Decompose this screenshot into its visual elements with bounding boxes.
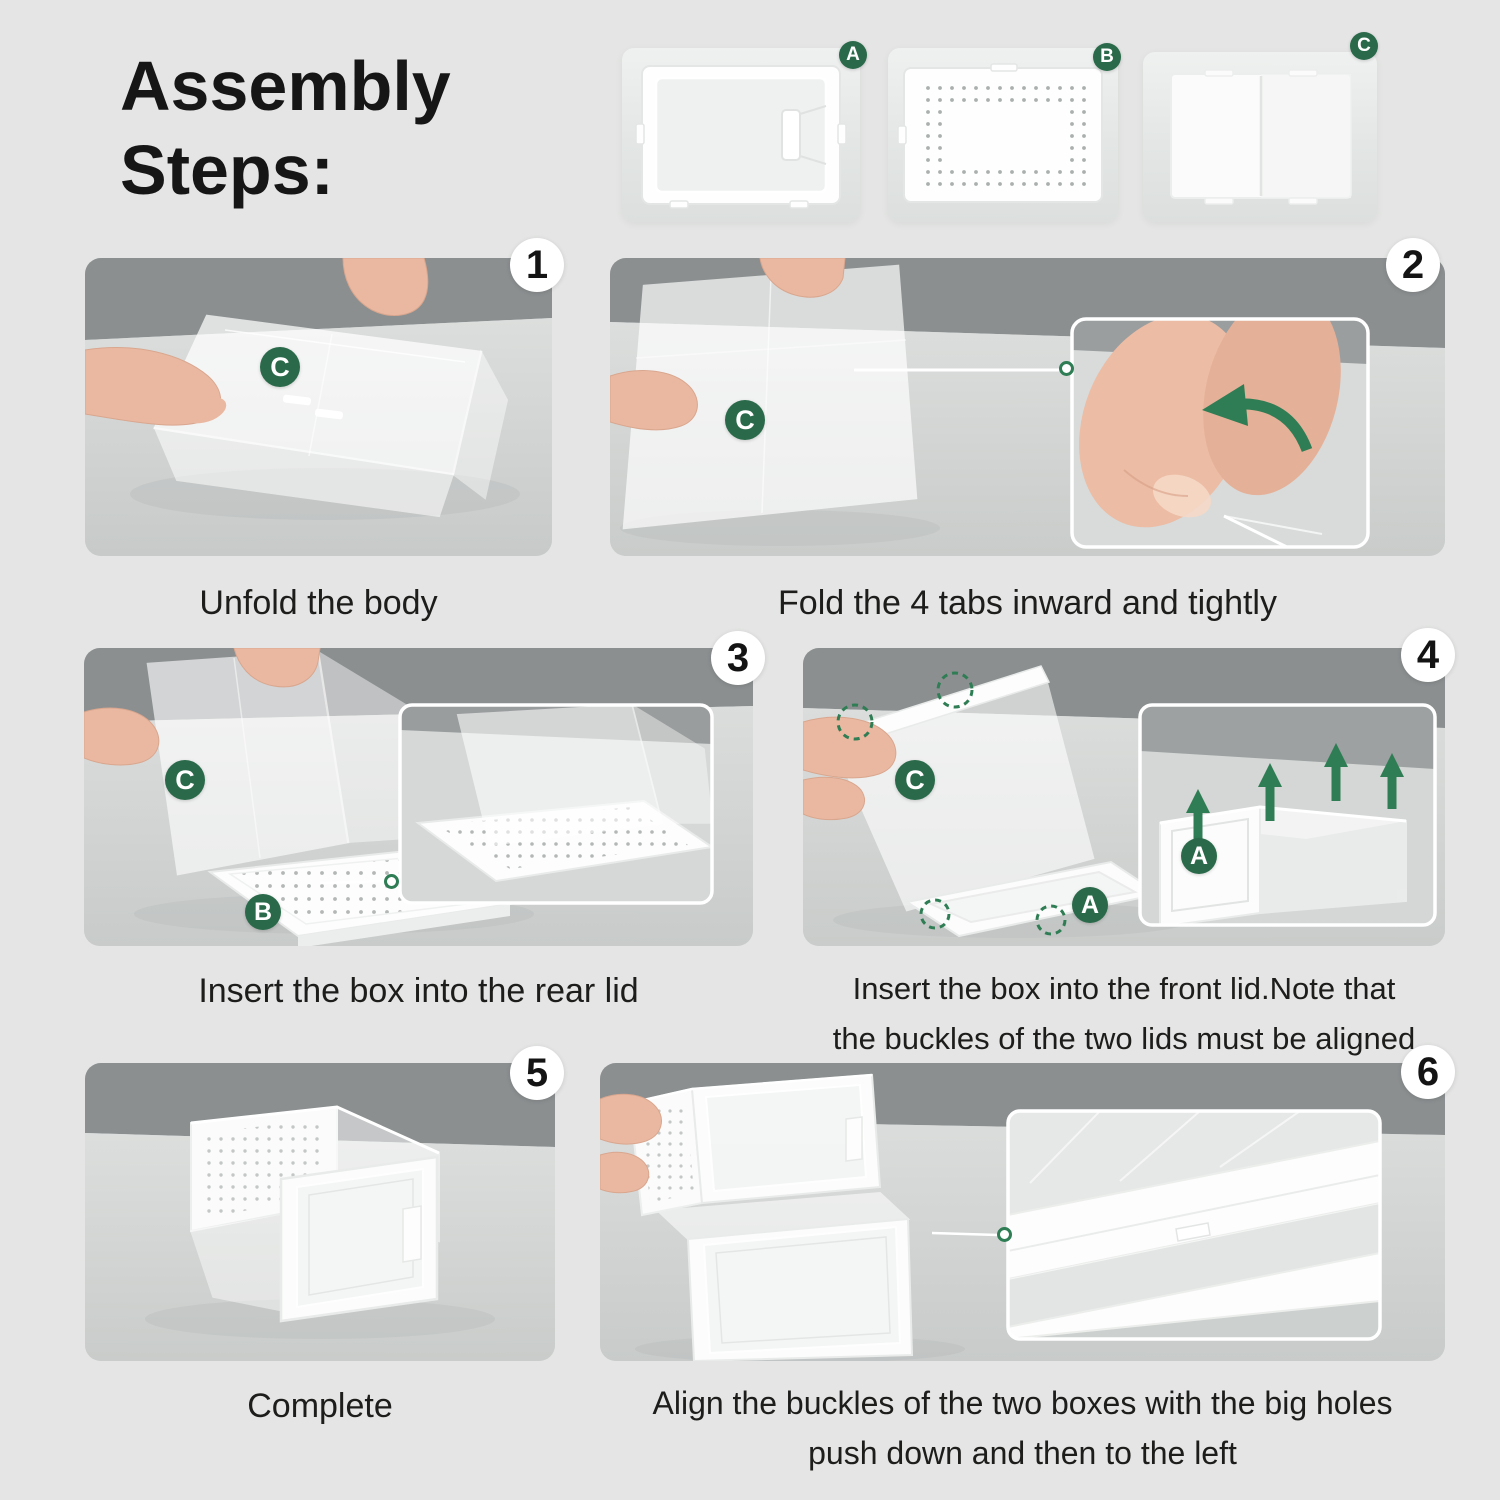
step-3-caption: Insert the box into the rear lid: [198, 972, 639, 1010]
step-6-callout-dot: [997, 1227, 1012, 1242]
rear-lid-tray: [207, 848, 513, 946]
part-b-rear-lid-illustration: [897, 63, 1103, 203]
step-5-photo: [85, 1063, 555, 1361]
thumb: [1079, 319, 1249, 528]
step-3-photo: [84, 648, 753, 946]
part-c-badge: C: [1350, 32, 1378, 60]
upper-box-rim: [1008, 1139, 1380, 1281]
page-title: Assembly Steps:: [120, 44, 580, 212]
buckle-dashed-circles: [836, 671, 1067, 936]
part-b-badge: B: [1093, 43, 1121, 71]
step-1-scene: [85, 258, 552, 556]
hand-top: [233, 648, 321, 688]
hand-left-2: [803, 776, 865, 821]
tab-edge: [1223, 514, 1359, 547]
page-title-line1: Assembly: [120, 47, 451, 125]
step-2-callout-dot: [1059, 361, 1074, 376]
hand-left: [803, 716, 897, 779]
zoom-inset: [1070, 317, 1370, 549]
step-1-photo: [85, 258, 552, 556]
step-6-scene: [600, 1063, 1445, 1361]
step-1-number-badge: 1: [510, 238, 564, 292]
step-3-part-c-badge: C: [165, 760, 205, 800]
part-card-c: [1143, 52, 1377, 222]
callout-line: [931, 1231, 999, 1237]
step-2-scene: [610, 258, 1445, 556]
step-1-part-c-badge: C: [260, 347, 300, 387]
step-6-number-badge: 6: [1401, 1045, 1455, 1099]
buckle-tab: [1175, 1222, 1211, 1242]
step-4-part-c-badge: C: [895, 760, 935, 800]
step-2-photo: [610, 258, 1445, 556]
step-2-number-badge: 2: [1386, 238, 1440, 292]
hand-top: [759, 258, 846, 298]
bottom-box: [655, 1191, 914, 1361]
flattened-box-body: [153, 314, 509, 518]
hand-left: [600, 1093, 662, 1145]
part-a-badge: A: [839, 41, 867, 69]
step-5-caption: Complete: [247, 1387, 393, 1425]
hand-top: [342, 258, 429, 316]
step-4-inset-part-a-badge: A: [1181, 838, 1217, 874]
hand-left-2: [600, 1151, 650, 1194]
step-3-number-badge: 3: [711, 631, 765, 685]
step-4-number-badge: 4: [1401, 628, 1455, 682]
step-4-photo: [803, 648, 1445, 946]
step-4-part-a-badge: A: [1072, 887, 1108, 923]
zoom-inset: [1006, 1109, 1382, 1341]
fold-arrow-head: [1202, 384, 1248, 426]
step-3-scene: [84, 648, 753, 946]
step-5-scene: [85, 1063, 555, 1361]
hand-left: [84, 707, 160, 766]
step-5-number-badge: 5: [510, 1046, 564, 1100]
page-title-line2: Steps:: [120, 131, 334, 209]
step-6-photo: [600, 1063, 1445, 1361]
step-2-caption: Fold the 4 tabs inward and tightly: [778, 584, 1277, 622]
step-1-caption: Unfold the body: [199, 584, 438, 622]
part-card-b: [888, 48, 1118, 222]
part-c-folded-body-illustration: [1170, 69, 1352, 205]
wall: [85, 258, 552, 340]
assembled-box: [190, 1105, 440, 1323]
part-a-front-lid-illustration: [635, 65, 847, 209]
step-4-scene: [803, 648, 1445, 946]
step-3-callout-dot: [384, 874, 399, 889]
lower-box-rim: [1008, 1251, 1380, 1339]
zoom-inset: [398, 703, 714, 905]
step-4-caption: Insert the box into the front lid.Note t…: [832, 971, 1416, 1056]
part-card-a: [622, 48, 860, 222]
clear-body-with-rims: [825, 665, 1162, 938]
step-6-caption: Align the buckles of the two boxes with …: [652, 1385, 1393, 1471]
fold-arrow-icon: [1237, 398, 1313, 453]
step-2-part-c-badge: C: [725, 400, 765, 440]
callout-line: [319, 879, 385, 885]
hand-left: [610, 370, 698, 431]
zoom-inset: [1138, 703, 1437, 927]
step-3-part-b-badge: B: [245, 894, 281, 930]
